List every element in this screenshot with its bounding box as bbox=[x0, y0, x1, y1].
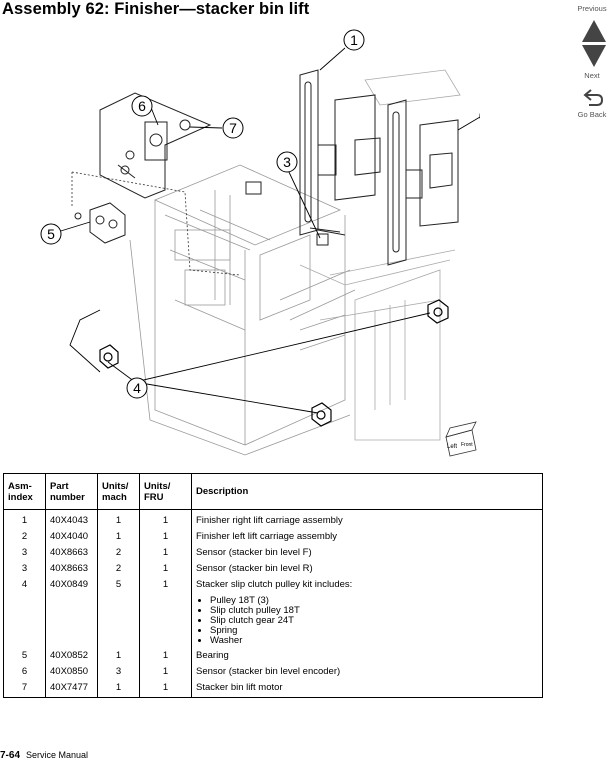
page-number: 7-64 bbox=[0, 750, 21, 761]
callout-6: 6 bbox=[138, 98, 146, 114]
cell-fru: 1 bbox=[139, 578, 192, 649]
cell-asm: 1 bbox=[3, 509, 46, 530]
go-back-nav[interactable]: Go Back bbox=[568, 110, 608, 119]
cell-fru: 1 bbox=[139, 649, 192, 665]
list-item: Washer bbox=[210, 636, 538, 646]
cell-part: 40X7477 bbox=[45, 681, 98, 698]
cell-asm: 6 bbox=[3, 665, 46, 681]
cell-asm: 3 bbox=[3, 546, 46, 562]
cell-desc: Stacker slip clutch pulley kit includes:… bbox=[191, 578, 543, 649]
list-item: Slip clutch pulley 18T bbox=[210, 606, 538, 616]
table-row: 2 40X4040 1 1 Finisher left lift carriag… bbox=[3, 530, 543, 546]
leader-lines bbox=[50, 47, 480, 414]
cell-fru: 1 bbox=[139, 509, 192, 530]
cell-fru: 1 bbox=[139, 665, 192, 681]
box-label-left: Left bbox=[447, 444, 457, 450]
cell-part: 40X4040 bbox=[45, 530, 98, 546]
cell-part: 40X0849 bbox=[45, 578, 98, 649]
frame-chassis bbox=[129, 164, 356, 456]
cell-fru: 1 bbox=[139, 562, 192, 578]
table-row: 3 40X8663 2 1 Sensor (stacker bin level … bbox=[3, 546, 543, 562]
cell-mach: 3 bbox=[97, 665, 140, 681]
left-lift-carriage bbox=[387, 99, 459, 266]
right-lift-carriage bbox=[299, 69, 381, 236]
box-label-front: Front bbox=[461, 442, 473, 448]
header-part-number: Part number bbox=[45, 473, 98, 510]
go-back-label: Go Back bbox=[577, 110, 607, 119]
cell-desc: Finisher left lift carriage assembly bbox=[191, 530, 543, 546]
header-asm-index: Asm- index bbox=[3, 473, 46, 510]
cell-mach: 1 bbox=[97, 649, 140, 665]
cell-part: 40X0852 bbox=[45, 649, 98, 665]
cell-part: 40X8663 bbox=[45, 562, 98, 578]
bearing-assembly bbox=[74, 202, 126, 244]
header-units-mach: Units/ mach bbox=[97, 473, 140, 510]
table-row: 1 40X4043 1 1 Finisher right lift carria… bbox=[3, 509, 543, 530]
table-row: 4 40X0849 5 1 Stacker slip clutch pulley… bbox=[3, 578, 543, 649]
right-panel-lines bbox=[299, 69, 461, 441]
exploded-parts-diagram: Left Front 1 2 3 4 5 6 7 bbox=[40, 29, 480, 457]
table-row: 3 40X8663 2 1 Sensor (stacker bin level … bbox=[3, 562, 543, 578]
cell-asm: 7 bbox=[3, 681, 46, 698]
triangle-down-icon[interactable] bbox=[582, 45, 606, 67]
callout-4: 4 bbox=[133, 380, 141, 396]
table-row: 7 40X7477 1 1 Stacker bin lift motor bbox=[3, 681, 543, 698]
table-row: 5 40X0852 1 1 Bearing bbox=[3, 649, 543, 665]
header-description: Description bbox=[191, 473, 543, 510]
manual-name: Service Manual bbox=[26, 750, 89, 760]
cell-mach: 1 bbox=[97, 509, 140, 530]
next-nav[interactable]: Next bbox=[568, 71, 608, 80]
cell-mach: 5 bbox=[97, 578, 140, 649]
list-item: Slip clutch gear 24T bbox=[210, 616, 538, 626]
orientation-box: Left Front bbox=[445, 421, 477, 457]
cell-asm: 5 bbox=[3, 649, 46, 665]
callout-7: 7 bbox=[229, 120, 237, 136]
dashed-cable-route bbox=[71, 171, 241, 276]
cell-asm: 2 bbox=[3, 530, 46, 546]
cell-asm: 4 bbox=[3, 578, 46, 649]
cell-mach: 1 bbox=[97, 530, 140, 546]
callout-5: 5 bbox=[47, 226, 55, 242]
previous-nav[interactable]: Previous bbox=[568, 4, 608, 13]
triangle-up-icon[interactable] bbox=[582, 20, 606, 42]
parts-table: Asm- index Part number Units/ mach Units… bbox=[3, 473, 543, 698]
next-label: Next bbox=[584, 71, 600, 80]
cell-desc: Sensor (stacker bin level R) bbox=[191, 562, 543, 578]
header-units-fru: Units/ FRU bbox=[139, 473, 192, 510]
cell-mach: 2 bbox=[97, 562, 140, 578]
cell-desc: Stacker bin lift motor bbox=[191, 681, 543, 698]
cell-desc: Finisher right lift carriage assembly bbox=[191, 509, 543, 530]
table-row: 6 40X0850 3 1 Sensor (stacker bin level … bbox=[3, 665, 543, 681]
cell-desc: Sensor (stacker bin level F) bbox=[191, 546, 543, 562]
table-header-row: Asm- index Part number Units/ mach Units… bbox=[3, 473, 543, 510]
list-item: Spring bbox=[210, 626, 538, 636]
cell-part: 40X8663 bbox=[45, 546, 98, 562]
kit-description: Stacker slip clutch pulley kit includes: bbox=[196, 579, 353, 590]
cell-desc: Bearing bbox=[191, 649, 543, 665]
callout-1: 1 bbox=[350, 32, 358, 48]
page-footer: 7-64 Service Manual bbox=[0, 750, 88, 761]
page-nav-arrows bbox=[582, 20, 606, 67]
cell-part: 40X0850 bbox=[45, 665, 98, 681]
cell-fru: 1 bbox=[139, 530, 192, 546]
cell-fru: 1 bbox=[139, 546, 192, 562]
kit-includes-list: Pulley 18T (3) Slip clutch pulley 18T Sl… bbox=[196, 596, 538, 646]
callout-3: 3 bbox=[283, 154, 291, 170]
callouts: 1 2 3 4 5 6 7 bbox=[40, 29, 480, 399]
sensor-parts bbox=[245, 181, 341, 246]
return-arrow-icon[interactable] bbox=[582, 86, 606, 108]
cell-asm: 3 bbox=[3, 562, 46, 578]
cell-mach: 1 bbox=[97, 681, 140, 698]
cell-mach: 2 bbox=[97, 546, 140, 562]
motor-assembly bbox=[99, 92, 212, 199]
list-item: Pulley 18T (3) bbox=[210, 596, 538, 606]
pulley-hexagons bbox=[99, 299, 449, 427]
page-title: Assembly 62: Finisher—stacker bin lift bbox=[2, 0, 310, 18]
cell-desc: Sensor (stacker bin level encoder) bbox=[191, 665, 543, 681]
cell-part: 40X4043 bbox=[45, 509, 98, 530]
previous-label: Previous bbox=[577, 4, 607, 13]
cell-fru: 1 bbox=[139, 681, 192, 698]
